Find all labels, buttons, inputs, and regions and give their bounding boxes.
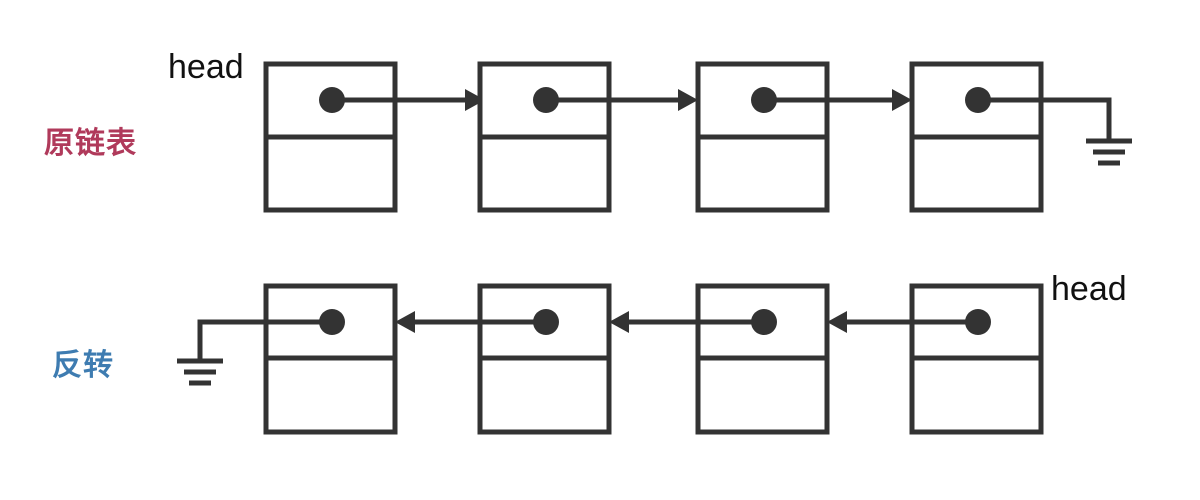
ground-null-icon (1086, 138, 1132, 166)
head-label-reversed: head (1051, 270, 1127, 308)
arrowhead-left-icon (395, 311, 415, 333)
list-node[interactable] (827, 283, 1044, 435)
list-node[interactable] (909, 61, 1112, 213)
ground-null-icon (177, 358, 223, 386)
arrowhead-left-icon (609, 311, 629, 333)
row-label-original: 原链表 (44, 127, 137, 160)
list-node[interactable] (609, 283, 830, 435)
arrowhead-right-icon (678, 89, 698, 111)
head-label-original: head (168, 48, 244, 86)
row-label-reversed: 反转 (52, 349, 114, 382)
list-node[interactable] (395, 283, 612, 435)
row-original (263, 61, 1132, 213)
list-node[interactable] (477, 61, 698, 213)
null-pointer-line (978, 97, 1112, 139)
list-node[interactable] (197, 283, 398, 435)
row-reversed (177, 283, 1044, 435)
arrowhead-right-icon (892, 89, 912, 111)
arrowhead-right-icon (465, 89, 485, 111)
list-node[interactable] (695, 61, 912, 213)
arrowhead-left-icon (827, 311, 847, 333)
list-node[interactable] (263, 61, 485, 213)
null-pointer-line (197, 319, 332, 360)
